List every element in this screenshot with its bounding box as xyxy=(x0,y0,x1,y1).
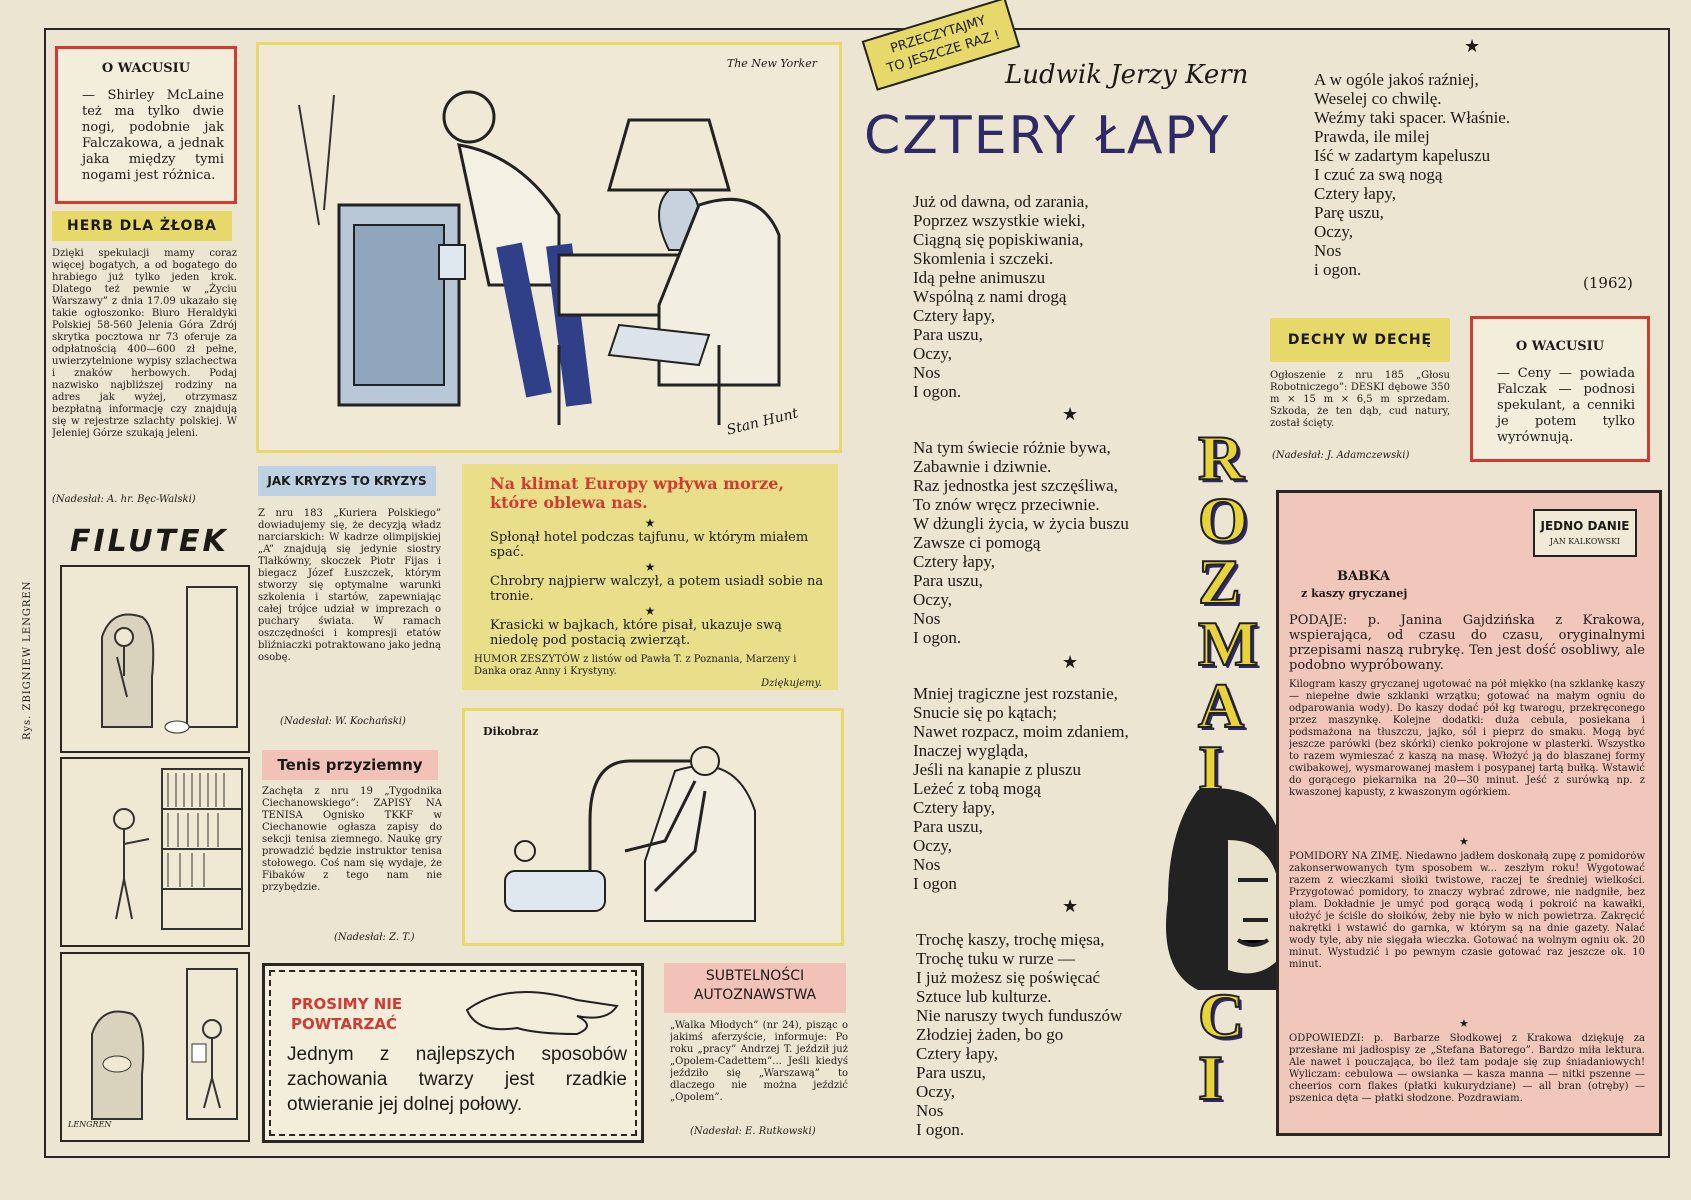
pomidory-text: POMIDORY NA ZIMĘ. Niedawno jadłem doskon… xyxy=(1289,851,1645,970)
kryzys-title: JAK KRYZYS TO KRYZYS xyxy=(258,466,436,496)
rozmaitosci-letter: Z xyxy=(1197,546,1242,617)
recipe-star-1: ★ xyxy=(1459,835,1469,848)
jedno-danie-box: JEDNO DANIE JAN KALKOWSKI BABKA z kaszy … xyxy=(1276,490,1662,1136)
poem-star-1: ★ xyxy=(1062,404,1079,425)
recipe-intro: PODAJE: p. Janina Gajdzińska z Krakowa, … xyxy=(1289,613,1645,673)
klimat-item-3: Krasicki w bajkach, które pisał, ukazuje… xyxy=(490,618,782,648)
recipe-title: BABKA xyxy=(1337,569,1390,584)
star-1: ★ xyxy=(644,516,656,530)
rozmaitosci-letter: A xyxy=(1197,670,1245,741)
tenis-credit: (Nadesłał: Z. T.) xyxy=(334,932,415,943)
klimat-thanks: Dziękujemy. xyxy=(761,678,822,689)
rozmaitosci-letter: C xyxy=(1197,980,1245,1051)
herb-text: Dzięki spekulacji mamy coraz więcej boga… xyxy=(52,248,237,439)
tenis-text: Zachęta z nru 19 „Tygodnika Ciechanowski… xyxy=(262,786,442,893)
klimat-credit: HUMOR ZESZYTÓW z listów od Pawła T. z Po… xyxy=(474,654,797,677)
man-at-bar-cabinet-drawing xyxy=(298,90,781,425)
rozmaitosci-letter: M xyxy=(1197,608,1259,679)
recipe-subtitle: z kaszy gryczanej xyxy=(1301,587,1408,600)
prosimy-box: PROSIMY NIE POWTARZAĆ Jednym z najlepszy… xyxy=(262,963,644,1143)
wacusiu-left-text: — Shirley McLaine też ma tylko dwie nogi… xyxy=(82,88,224,183)
dechy-text: Ogłoszenie z nru 185 „Głosu Robotniczego… xyxy=(1270,370,1450,429)
kryzys-credit: (Nadesłał: W. Kochański) xyxy=(280,716,406,727)
subtelnosci-title: SUBTELNOŚCI AUTOZNAWSTWA xyxy=(664,963,846,1013)
wacusiu-left-box: O WACUSIU — Shirley McLaine też ma tylko… xyxy=(55,46,237,204)
dikobraz-cartoon: Dikobraz xyxy=(462,708,844,946)
new-yorker-credit: The New Yorker xyxy=(726,57,817,70)
subtelnosci-text: „Walka Młodych” (nr 24), pisząc o jakimś… xyxy=(670,1020,848,1103)
odpowiedzi-text: ODPOWIEDZI: p. Barbarze Słodkowej z Krak… xyxy=(1289,1033,1645,1104)
rozmaitosci-letter: O xyxy=(1197,484,1249,555)
filutek-panel-3: LENGREN xyxy=(60,952,250,1142)
filutek-panel-2 xyxy=(60,757,250,947)
rozmaitosci-vertical-title: R O Z M A I T O S C I xyxy=(1197,422,1268,1113)
armchair-sketch-2 xyxy=(91,968,238,1120)
filutek-panel-1 xyxy=(60,565,250,753)
klimat-item-1: Spłonął hotel podczas tajfunu, w którym … xyxy=(490,530,809,560)
star-2: ★ xyxy=(644,560,656,574)
poem-stanza-5: A w ogóle jakoś raźniej, Weselej co chwi… xyxy=(1314,70,1511,279)
lengren-signature: LENGREN xyxy=(68,1120,112,1129)
rozmaitosci-letter: R xyxy=(1197,422,1245,493)
vacuum-smoker-drawing xyxy=(504,746,756,922)
poem-star-4: ★ xyxy=(1464,36,1481,57)
wacusiu-left-title: O WACUSIU xyxy=(101,61,191,76)
dechy-title: DECHY W DECHĘ xyxy=(1270,318,1450,362)
poem-star-3: ★ xyxy=(1062,896,1079,917)
wacusiu-right-box: O WACUSIU — Ceny — powiada Falczak — pod… xyxy=(1470,316,1650,462)
page-frame xyxy=(44,28,1670,1158)
dikobraz-credit: Dikobraz xyxy=(483,725,539,738)
poem-year: (1962) xyxy=(1583,274,1633,292)
wacusiu-right-text: — Ceny — powiada Falczak — podnosi speku… xyxy=(1497,366,1635,445)
poem-stanza-4: Trochę kaszy, trochę mięsa, Trochę tuku … xyxy=(916,930,1123,1139)
poem-stanza-2: Na tym świecie różnie bywa, Zabawnie i d… xyxy=(913,438,1129,647)
jedno-danie-logo: JEDNO DANIE JAN KALKOWSKI xyxy=(1533,509,1637,557)
poem-stanza-1: Już od dawna, od zarania, Poprzez wszyst… xyxy=(913,192,1089,401)
vertical-credit: Rys. ZBIGNIEW LENGREN xyxy=(22,580,33,740)
tenis-title: Tenis przyziemny xyxy=(262,750,438,780)
klimat-title: Na klimat Europy wpływa morze, które obl… xyxy=(490,474,785,512)
prosimy-text: Jednym z najlepszych sposobów zachowania… xyxy=(287,1044,627,1115)
logo-line-1: JEDNO DANIE xyxy=(1540,519,1630,533)
logo-line-2: JAN KALKOWSKI xyxy=(1549,537,1621,546)
armchair-sketch-1 xyxy=(101,586,238,734)
hand-drawing xyxy=(465,991,619,1036)
recipe-text: Kilogram kaszy gryczanej ugotować na pół… xyxy=(1289,679,1645,798)
klimat-box: Na klimat Europy wpływa morze, które obl… xyxy=(462,464,838,690)
klimat-item-2: Chrobry najpierw walczył, a potem usiadł… xyxy=(490,574,824,604)
poem-stanza-3: Mniej tragiczne jest rozstanie, Snucie s… xyxy=(913,684,1129,893)
wacusiu-right-title: O WACUSIU xyxy=(1515,339,1605,354)
poem-author: Ludwik Jerzy Kern xyxy=(1005,60,1249,90)
bookshelf-sketch xyxy=(113,768,243,930)
prosimy-title: PROSIMY NIE POWTARZAĆ xyxy=(291,995,403,1033)
dechy-credit: (Nadesłał: J. Adamczewski) xyxy=(1272,450,1410,461)
subtelnosci-credit: (Nadesłał: E. Rutkowski) xyxy=(690,1126,816,1137)
poem-title: CZTERY ŁAPY xyxy=(864,106,1231,166)
herb-credit: (Nadesłał: A. hr. Bęc-Walski) xyxy=(52,494,196,505)
poem-star-2: ★ xyxy=(1062,652,1079,673)
kryzys-text: Z nru 183 „Kuriera Polskiego” dowiadujem… xyxy=(258,508,441,663)
star-3: ★ xyxy=(644,604,656,618)
rozmaitosci-letter: I xyxy=(1197,1042,1224,1113)
recipe-star-2: ★ xyxy=(1459,1017,1469,1030)
herb-title: HERB DLA ŻŁOBA xyxy=(52,211,232,241)
new-yorker-cartoon: The New Yorker Stan Hunt xyxy=(256,42,842,453)
portrait-drawing xyxy=(1166,788,1278,990)
filutek-title: FILUTEK xyxy=(70,524,229,559)
